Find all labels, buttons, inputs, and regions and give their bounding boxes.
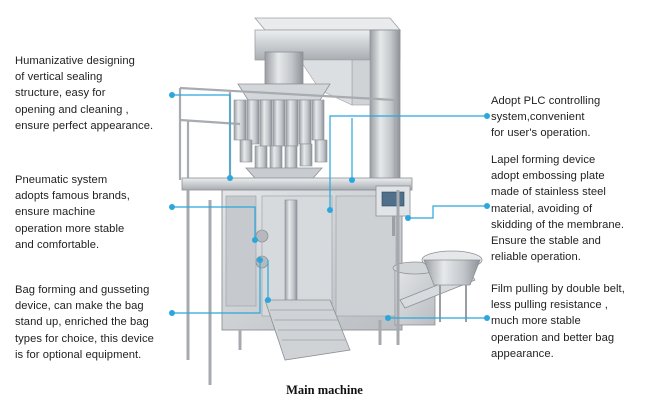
callout-film-pulling: Film pulling by double belt, less pullin… xyxy=(491,281,625,362)
callout-line: of vertical sealing xyxy=(15,71,103,84)
callout-line: Humanizative designing xyxy=(15,55,135,67)
callout-line: system,convenient xyxy=(491,111,585,124)
callout-line: stand up, enriched the bag xyxy=(15,316,149,329)
callout-line: Film pulling by double belt, xyxy=(491,283,625,295)
callout-line: adopt embossing plate xyxy=(491,170,605,183)
callout-line: operation and better bag xyxy=(491,331,615,344)
callout-line: Ensure the stable and xyxy=(491,235,601,248)
callout-vertical-sealing: Humanizative designing of vertical seali… xyxy=(15,53,153,134)
figure-caption: Main machine xyxy=(286,383,363,397)
callout-line: for user's operation. xyxy=(491,127,591,140)
callout-plc: Adopt PLC controlling system,convenient … xyxy=(491,93,600,142)
callout-line: operation more stable xyxy=(15,222,125,235)
callout-line: and comfortable. xyxy=(15,238,100,251)
leader-lines xyxy=(172,94,487,319)
vffs-cabinet xyxy=(221,189,403,331)
callout-line: reliable operation. xyxy=(491,251,581,264)
callout-lapel-forming: Lapel forming device adopt embossing pla… xyxy=(491,152,624,265)
callout-line: ensure perfect appearance. xyxy=(15,119,154,132)
callout-line: adopts famous brands, xyxy=(15,190,130,203)
callout-line: less pulling resistance , xyxy=(491,299,608,312)
callout-line: opening and cleaning , xyxy=(15,103,129,116)
callout-pneumatic-system: Pneumatic system adopts famous brands, e… xyxy=(15,172,130,253)
callout-line: made of stainless steel xyxy=(491,186,606,199)
machine-legs xyxy=(186,190,400,385)
callout-bag-forming: Bag forming and gusseting device, can ma… xyxy=(15,282,154,363)
callout-line: skidding of the membrane. xyxy=(491,218,625,231)
callout-line: Bag forming and gusseting xyxy=(15,284,150,296)
callout-line: appearance. xyxy=(491,347,554,360)
discharge-chute xyxy=(264,299,351,361)
callout-line: Adopt PLC controlling xyxy=(491,95,601,107)
callout-line: is for optional equipment. xyxy=(15,348,142,361)
callout-line: types for choice, this device xyxy=(15,332,154,345)
callout-line: material, avoiding of xyxy=(491,202,593,215)
output-conveyor xyxy=(399,250,483,322)
callout-line: device, can make the bag xyxy=(15,300,144,313)
leader-dots xyxy=(169,92,490,321)
callout-line: ensure machine xyxy=(15,206,96,219)
callout-line: much more stable xyxy=(491,315,581,328)
callout-line: Pneumatic system xyxy=(15,174,108,186)
callout-line: structure, easy for xyxy=(15,87,106,100)
callout-line: Lapel forming device xyxy=(491,154,596,166)
